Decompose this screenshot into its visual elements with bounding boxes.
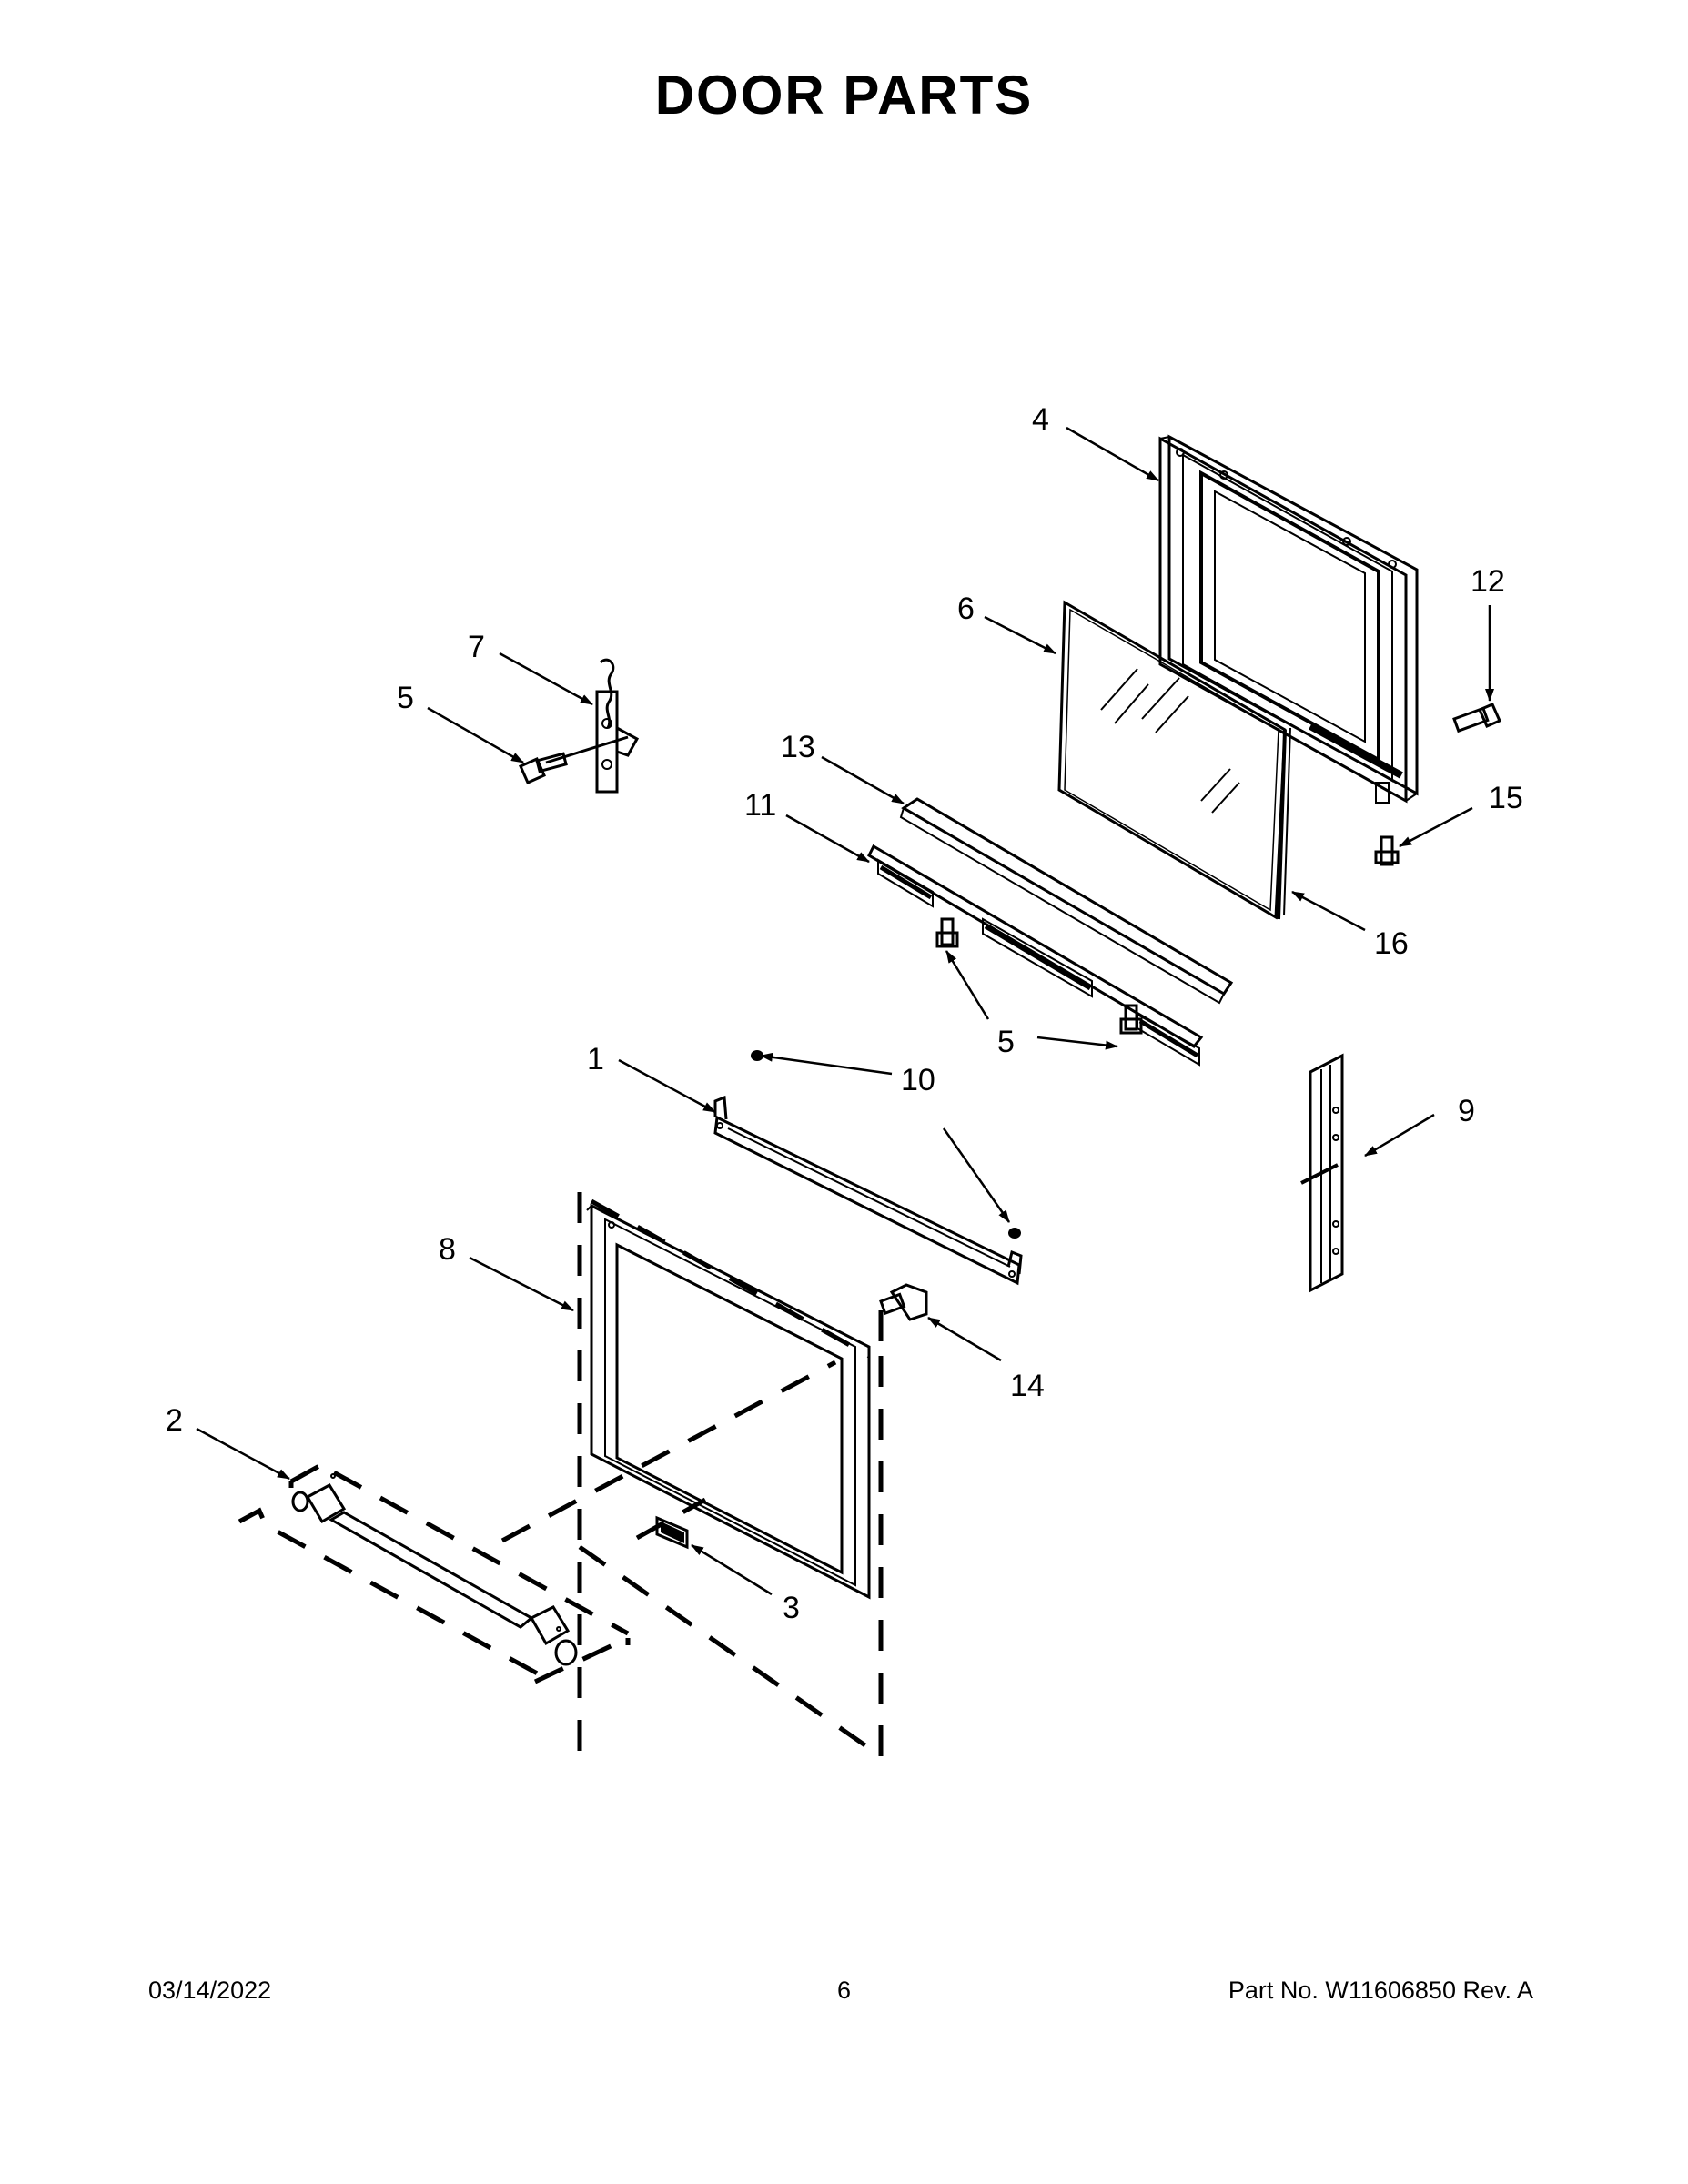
hinge-screw	[519, 752, 568, 784]
callout-10: 10	[901, 1063, 935, 1097]
callout-15: 15	[1489, 781, 1523, 815]
footer-page-number: 6	[836, 1977, 852, 2004]
screw-15	[1374, 835, 1400, 866]
door-handle	[291, 1473, 578, 1666]
callout-7: 7	[468, 630, 485, 664]
callout-16: 16	[1374, 926, 1409, 961]
vent-trim	[899, 797, 1234, 1005]
door-hinge	[545, 658, 640, 794]
page-title: DOOR PARTS	[654, 65, 1034, 126]
outer-door-glass	[586, 1203, 871, 1600]
callout-12: 12	[1471, 564, 1505, 599]
callout-2: 2	[166, 1403, 183, 1438]
callout-5-hinge: 5	[397, 681, 414, 715]
door-channel	[713, 1095, 1023, 1286]
callout-4: 4	[1032, 402, 1049, 437]
plug-10b	[1008, 1228, 1021, 1239]
side-trim	[1300, 1053, 1344, 1293]
callout-11: 11	[744, 788, 776, 823]
callout-6: 6	[957, 592, 975, 626]
vent-screws	[935, 917, 1143, 1035]
glass-panel	[1057, 600, 1291, 920]
callout-8: 8	[439, 1232, 456, 1267]
leader-arrows	[196, 426, 1494, 1596]
callout-9: 9	[1458, 1094, 1475, 1128]
callout-3: 3	[783, 1591, 800, 1625]
callout-5-vent: 5	[997, 1025, 1015, 1059]
callout-13: 13	[781, 730, 815, 764]
callout-labels: 1 2 3 4 5 5 6 7 8 9 10 11 12 13 14 15 16	[166, 402, 1523, 1625]
screw-12	[1452, 703, 1501, 733]
callout-1: 1	[587, 1042, 604, 1077]
callout-14: 14	[1010, 1369, 1045, 1403]
assembly-dashes	[238, 1192, 884, 1759]
inner-door-panel	[1158, 434, 1419, 804]
footer-date: 03/14/2022	[148, 1977, 272, 2004]
footer-part-number: Part No. W11606850 Rev. A	[1228, 1977, 1533, 2004]
screw-14	[879, 1283, 928, 1321]
vent-baffle	[867, 844, 1204, 1067]
